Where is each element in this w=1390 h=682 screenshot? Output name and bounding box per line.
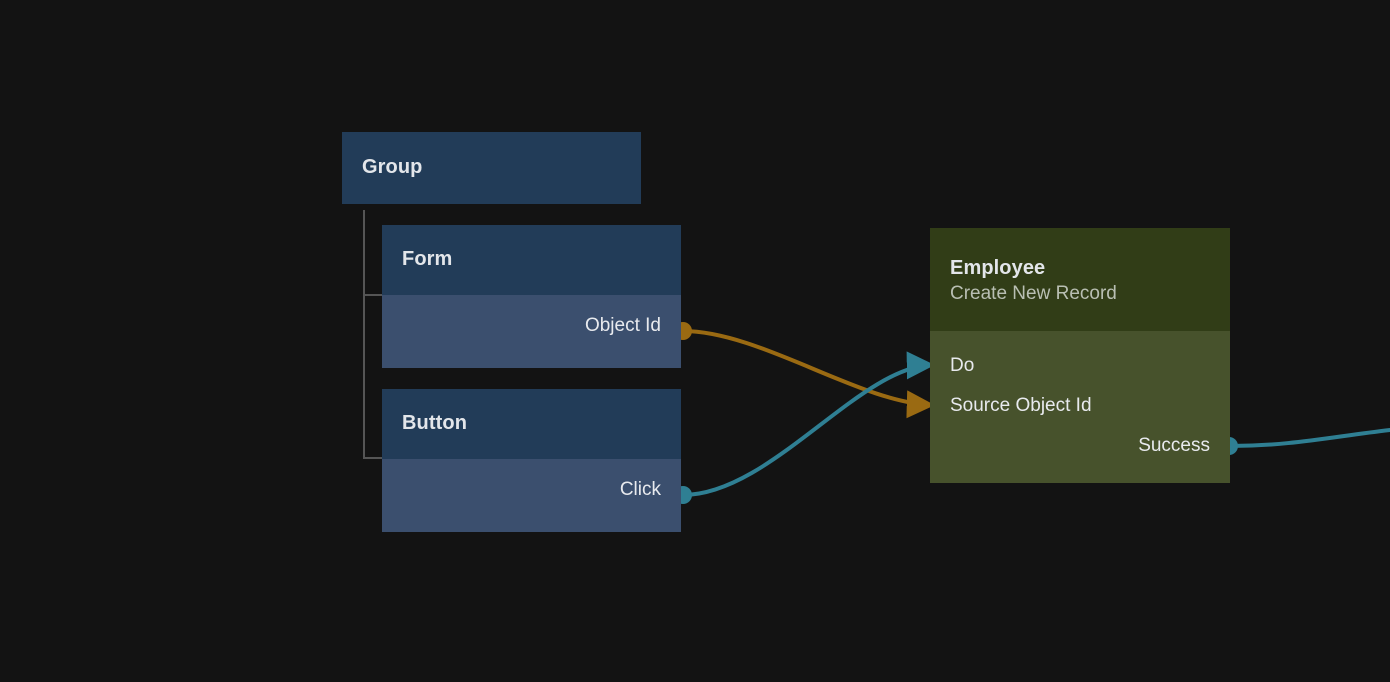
wire-form-objectid-to-employee-sourceobjectid xyxy=(681,329,935,419)
node-employee-subtitle: Create New Record xyxy=(950,282,1117,304)
group-tree-branch-form xyxy=(363,294,383,296)
wire-button-click-to-employee-do xyxy=(681,351,935,497)
node-group[interactable]: Group xyxy=(342,132,641,204)
port-form-output-objectid-label: Object Id xyxy=(584,315,661,336)
node-employee-body: Do Source Object Id Success xyxy=(930,331,1230,483)
node-group-title: Group xyxy=(362,156,423,179)
port-employee-input-do[interactable]: Do xyxy=(950,356,974,375)
node-form-header[interactable]: Form xyxy=(382,225,681,295)
port-employee-output-success-label: Success xyxy=(1138,435,1210,456)
node-button[interactable]: Button Click xyxy=(382,389,681,532)
node-employee[interactable]: Employee Create New Record Do Source Obj… xyxy=(930,228,1230,483)
node-form[interactable]: Form Object Id xyxy=(382,225,681,368)
node-form-body: Object Id xyxy=(382,295,681,368)
node-group-header[interactable]: Group xyxy=(342,132,641,204)
node-form-title: Form xyxy=(402,248,453,271)
port-button-output-click-label: Click xyxy=(619,479,661,500)
node-button-body: Click xyxy=(382,459,681,532)
group-tree-branch-button xyxy=(363,457,383,459)
port-employee-input-sourceobjectid-label: Source Object Id xyxy=(950,395,1092,416)
node-button-header[interactable]: Button xyxy=(382,389,681,459)
port-employee-output-success[interactable]: Success xyxy=(1138,436,1210,455)
port-employee-input-sourceobjectid[interactable]: Source Object Id xyxy=(950,396,1092,415)
wire-employee-success-outgoing xyxy=(1227,428,1390,448)
node-button-title: Button xyxy=(402,412,468,435)
port-employee-input-do-label: Do xyxy=(950,355,975,376)
group-tree-vertical-line xyxy=(363,210,365,459)
port-form-output-objectid[interactable]: Object Id xyxy=(585,316,661,335)
node-employee-header[interactable]: Employee Create New Record xyxy=(930,228,1230,331)
port-button-output-click[interactable]: Click xyxy=(620,480,661,499)
node-employee-title: Employee xyxy=(950,257,1046,280)
